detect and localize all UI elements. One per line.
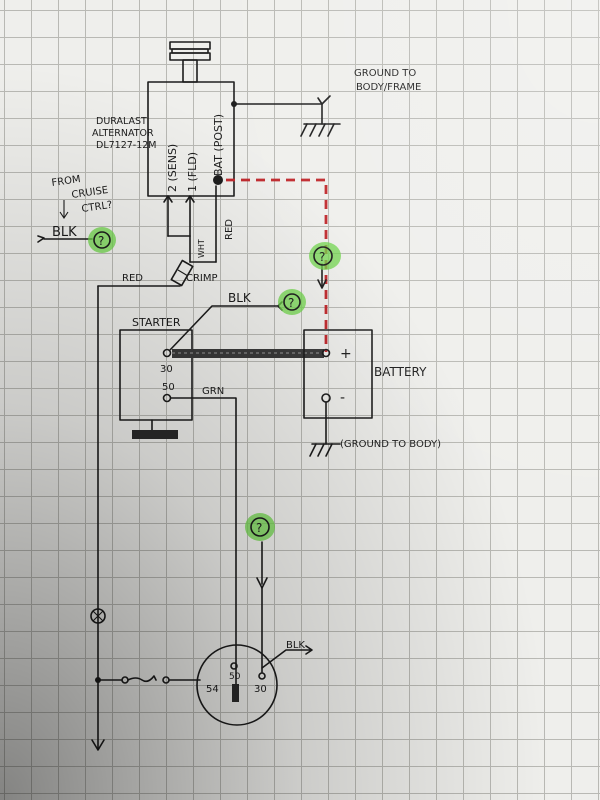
- alternator-pulley-icon: [169, 41, 211, 83]
- battery-body: [303, 329, 373, 419]
- battery-negative-terminal: [321, 393, 331, 403]
- switch-terminal-54: 54: [206, 684, 219, 695]
- question-marker-blk-left: ?: [88, 227, 116, 253]
- alternator-body: [147, 81, 235, 197]
- alternator-terminal-2: 2 (SENS): [166, 144, 179, 192]
- switch-terminal-50: 50: [229, 672, 241, 682]
- wire-label-blk-starter: BLK: [228, 291, 252, 305]
- starter-terminal-50-label: 50: [162, 382, 175, 393]
- starter-terminal-30: [162, 348, 172, 358]
- bat-post-terminal: [213, 175, 223, 185]
- battery-minus: -: [340, 390, 345, 406]
- wire-label-grn: GRN: [202, 386, 224, 397]
- crimp-label: CRIMP: [186, 273, 218, 284]
- battery-cable: [172, 349, 324, 358]
- alternator-type: ALTERNATOR: [92, 128, 154, 139]
- ground-top-label-2: BODY/FRAME: [356, 82, 421, 93]
- ground-top-label-1: GROUND TO: [354, 68, 416, 79]
- ignition-key-icon: [232, 684, 239, 702]
- ground-to-frame: [233, 95, 341, 137]
- ground-to-body: [309, 401, 341, 457]
- wire-label-wht: WHT: [197, 239, 206, 258]
- alternator-terminal-1: 1 (FLD): [186, 152, 199, 192]
- svg-text:?: ?: [319, 250, 325, 264]
- wire-label-red-left: RED: [122, 273, 143, 284]
- alternator-model: DL7127-12M: [96, 140, 157, 151]
- starter-terminal-50: [162, 393, 172, 403]
- battery-label: BATTERY: [374, 365, 427, 379]
- starter-terminal-30-label: 30: [160, 364, 173, 375]
- ground-bottom-label: (GROUND TO BODY): [340, 439, 441, 450]
- dashed-battery-cable: [226, 178, 328, 352]
- ignition-switch: [196, 644, 278, 726]
- starter-label: STARTER: [132, 316, 181, 329]
- svg-text:?: ?: [256, 521, 262, 535]
- wire-label-blk-left: BLK: [52, 225, 77, 240]
- question-marker-blk-starter: ?: [278, 289, 306, 315]
- starter-body: [119, 329, 193, 421]
- switch-terminal-30: 30: [254, 684, 267, 695]
- crimp-connector: [170, 259, 194, 287]
- indicator-lamp-icon: [90, 608, 106, 624]
- starter-gear-icon: [132, 419, 178, 439]
- left-note-1: FROM: [51, 174, 81, 189]
- battery-plus: +: [340, 346, 352, 362]
- left-note-3: CTRL?: [81, 200, 113, 215]
- wire-label-red-alt: RED: [224, 219, 235, 240]
- wire-label-blk-switch: BLK: [286, 640, 305, 651]
- question-marker-battery-cable: ?: [309, 242, 341, 270]
- svg-text:?: ?: [98, 234, 104, 248]
- alternator-terminal-bat: BAT (POST): [212, 114, 225, 176]
- alternator-brand: DURALAST: [96, 116, 147, 127]
- fuse-icon: [127, 675, 157, 683]
- alternator: 2 (SENS) 1 (FLD) BAT (POST): [147, 41, 237, 263]
- grn-wire: [170, 397, 237, 693]
- question-marker-ignition: ?: [245, 513, 275, 541]
- svg-text:?: ?: [288, 296, 294, 310]
- left-note-2: CRUISE: [71, 185, 109, 201]
